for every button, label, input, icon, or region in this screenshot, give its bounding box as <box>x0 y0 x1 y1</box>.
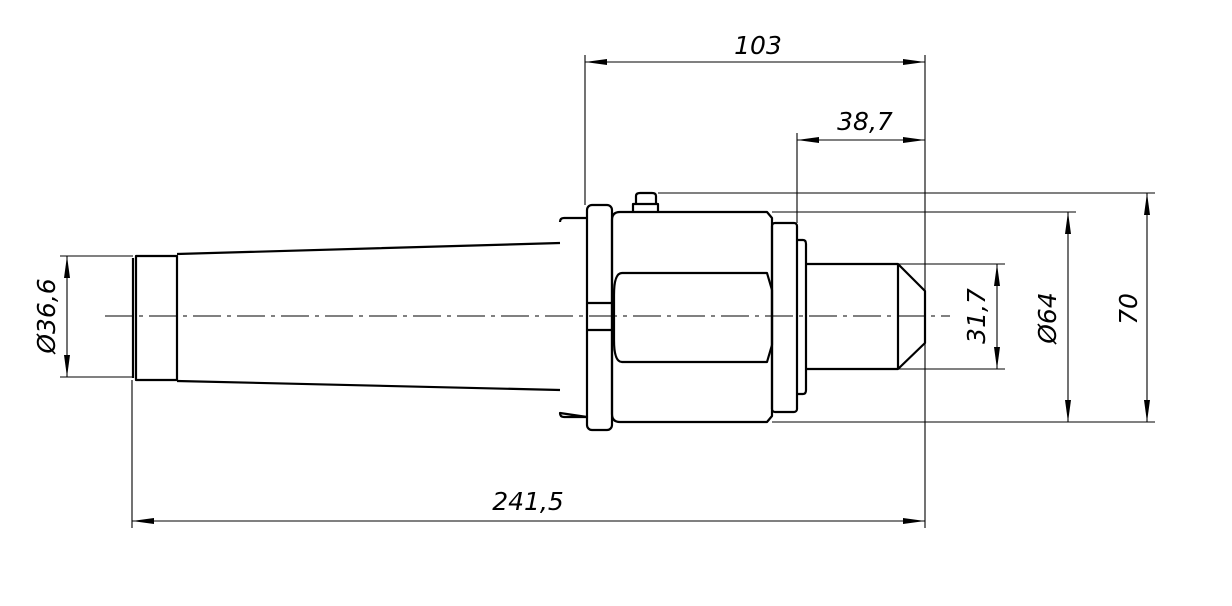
dim-38-7-label: 38,7 <box>837 107 893 136</box>
shank-end <box>131 254 179 382</box>
collar-step <box>797 238 808 396</box>
dim-d64-label: Ø64 <box>1033 292 1062 345</box>
extension-lines <box>60 55 1155 528</box>
taper-shank <box>176 241 561 392</box>
dim-31-7-label: 31,7 <box>962 288 991 344</box>
dim-103: 103 <box>585 31 925 65</box>
dim-70: 70 <box>1114 193 1150 422</box>
dim-d64: Ø64 <box>1033 212 1071 422</box>
ring <box>585 203 614 432</box>
dim-d36-6: Ø36,6 <box>32 256 70 377</box>
ring-slot <box>587 301 612 332</box>
dim-38-7: 38,7 <box>797 107 925 143</box>
body <box>610 210 774 424</box>
grease-nipple <box>631 191 660 212</box>
dim-d36-6-label: Ø36,6 <box>32 278 61 354</box>
dim-103-label: 103 <box>734 31 782 60</box>
hex-flat <box>612 271 774 364</box>
dim-70-label: 70 <box>1114 293 1143 325</box>
dim-241-5: 241,5 <box>132 487 925 524</box>
collar <box>770 221 799 414</box>
dim-31-7: 31,7 <box>962 264 1000 369</box>
flange <box>558 216 589 419</box>
dim-241-5-label: 241,5 <box>492 487 564 516</box>
part-outline <box>131 191 927 432</box>
